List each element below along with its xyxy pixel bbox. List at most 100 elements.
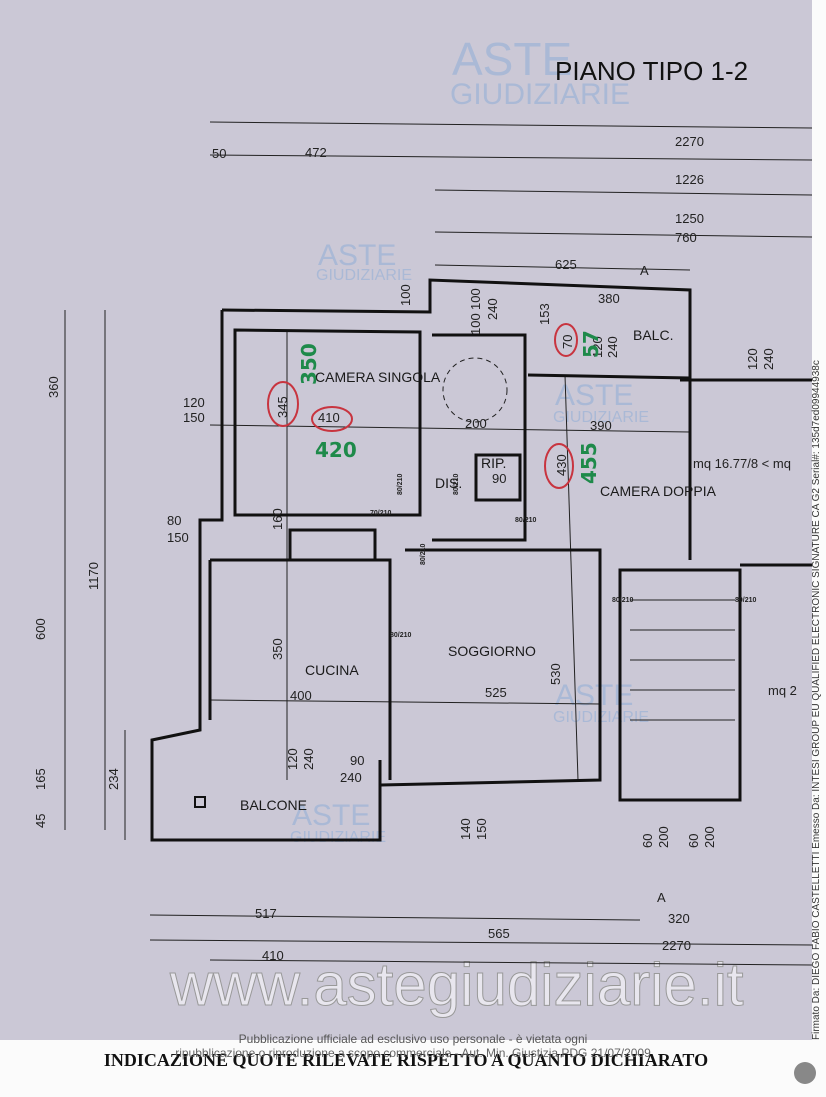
dim-label: 760 bbox=[675, 230, 697, 245]
dim-label: 50 bbox=[212, 146, 226, 161]
svg-text:80/210: 80/210 bbox=[420, 543, 427, 565]
section-marker: A bbox=[640, 263, 649, 278]
svg-text:234: 234 bbox=[106, 768, 121, 790]
walls bbox=[150, 278, 812, 842]
handwritten-value: 420 bbox=[315, 438, 357, 462]
svg-text:60: 60 bbox=[640, 834, 655, 848]
room-label: CAMERA SINGOLA bbox=[315, 369, 441, 385]
watermark: GIUDIZIARIE bbox=[553, 409, 649, 426]
svg-text:430: 430 bbox=[554, 454, 569, 476]
dim-label: 80 bbox=[167, 513, 181, 528]
signature-text: Firmato Da: DIEGO FABIO CASTELLETTI Emes… bbox=[811, 360, 822, 1040]
rotated-dims: 100 100 240 153 70 120 240 345 430 160 3… bbox=[33, 284, 776, 848]
svg-text:70: 70 bbox=[560, 335, 575, 349]
watermark: GIUDIZIARIE bbox=[316, 267, 412, 284]
dim-label: 400 bbox=[290, 688, 312, 703]
annotation-circle bbox=[311, 406, 353, 432]
area-label: mq 2 bbox=[768, 683, 797, 698]
dim-label: 1226 bbox=[675, 172, 704, 187]
caption: INDICAZIONE QUOTE RILEVATE RISPETTO A QU… bbox=[103, 1050, 709, 1070]
dim-label: 200 bbox=[465, 416, 487, 431]
seal-icon bbox=[794, 1062, 816, 1084]
room-label: BALC. bbox=[633, 327, 673, 343]
dim-label: 525 bbox=[485, 685, 507, 700]
svg-text:120: 120 bbox=[590, 336, 605, 358]
door-labels: 80/210 80/210 70/210 80/210 80/210 80/21… bbox=[370, 473, 757, 639]
dim-label: 2270 bbox=[662, 938, 691, 953]
room-label: CUCINA bbox=[305, 662, 359, 678]
svg-text:240: 240 bbox=[301, 748, 316, 770]
watermark: ASTE bbox=[292, 799, 370, 832]
dimension-lines bbox=[64, 121, 812, 966]
svg-text:240: 240 bbox=[485, 298, 500, 320]
svg-text:200: 200 bbox=[656, 826, 671, 848]
watermark: GIUDIZIARIE bbox=[450, 78, 630, 111]
handwritten-value: 350 bbox=[297, 343, 321, 385]
watermark: ASTE bbox=[555, 679, 633, 712]
floor-plan-drawing: ASTE GIUDIZIARIE ASTE GIUDIZIARIE ASTE G… bbox=[33, 33, 812, 1019]
digital-signature: Firmato Da: DIEGO FABIO CASTELLETTI Emes… bbox=[808, 340, 824, 1040]
svg-text:80/210: 80/210 bbox=[397, 473, 404, 495]
handwritten-value: 57 bbox=[579, 330, 603, 358]
svg-text:100: 100 bbox=[468, 288, 483, 310]
svg-text:360: 360 bbox=[46, 376, 61, 398]
publication-notice: Pubblicazione ufficiale ad esclusivo uso… bbox=[238, 1032, 588, 1046]
svg-text:150: 150 bbox=[474, 818, 489, 840]
svg-text:70/210: 70/210 bbox=[370, 510, 392, 517]
dim-label: 472 bbox=[305, 145, 327, 160]
dim-label: 390 bbox=[590, 418, 612, 433]
svg-text:80/210: 80/210 bbox=[453, 473, 460, 495]
svg-text:153: 153 bbox=[537, 303, 552, 325]
svg-text:140: 140 bbox=[458, 818, 473, 840]
room-label: CAMERA DOPPIA bbox=[600, 483, 717, 499]
svg-text:80/210: 80/210 bbox=[612, 597, 634, 604]
svg-text:120: 120 bbox=[285, 748, 300, 770]
dim-label: 120 bbox=[183, 395, 205, 410]
svg-text:60: 60 bbox=[686, 834, 701, 848]
dim-label: 90 bbox=[350, 753, 364, 768]
plan-title: PIANO TIPO 1-2 bbox=[555, 56, 748, 86]
area-label: mq 16.77/8 < mq bbox=[693, 456, 791, 471]
dim-label: 380 bbox=[598, 291, 620, 306]
dim-label: 410 bbox=[318, 410, 340, 425]
watermark: ASTE bbox=[555, 379, 633, 412]
publication-notice: ripubblicazione o riproduzione a scopo c… bbox=[175, 1046, 651, 1060]
dim-label: 565 bbox=[488, 926, 510, 941]
dim-label: 410 bbox=[262, 948, 284, 963]
room-label: DIS. bbox=[435, 475, 462, 491]
svg-text:80/210: 80/210 bbox=[390, 632, 412, 639]
shower-turning-circle bbox=[442, 357, 508, 423]
dim-label: 2270 bbox=[675, 134, 704, 149]
annotation-circle bbox=[544, 443, 574, 489]
dim-label: 240 bbox=[340, 770, 362, 785]
svg-text:100: 100 bbox=[398, 284, 413, 306]
svg-text:45: 45 bbox=[33, 814, 48, 828]
dim-label: 625 bbox=[555, 257, 577, 272]
watermark-site: www.astegiudiziarie.it bbox=[169, 951, 744, 1018]
svg-text:165: 165 bbox=[33, 768, 48, 790]
section-marker: A bbox=[657, 890, 666, 905]
watermark: GIUDIZIARIE bbox=[290, 829, 386, 846]
stairs bbox=[630, 599, 735, 721]
dim-label: 517 bbox=[255, 906, 277, 921]
svg-text:240: 240 bbox=[761, 348, 776, 370]
svg-text:345: 345 bbox=[275, 396, 290, 418]
dim-label: 320 bbox=[668, 911, 690, 926]
room-label: SOGGIORNO bbox=[448, 643, 536, 659]
room-label: RIP. bbox=[481, 455, 506, 471]
watermark: ASTE bbox=[452, 33, 572, 85]
room-label: BALCONE bbox=[240, 797, 307, 813]
svg-text:160: 160 bbox=[270, 508, 285, 530]
dim-label: 90 bbox=[492, 471, 506, 486]
svg-text:1170: 1170 bbox=[86, 562, 101, 590]
dim-label: 150 bbox=[167, 530, 189, 545]
dim-label: 1250 bbox=[675, 211, 704, 226]
annotation-circle bbox=[267, 381, 299, 427]
svg-text:80/210: 80/210 bbox=[735, 597, 757, 604]
svg-text:200: 200 bbox=[702, 826, 717, 848]
svg-text:530: 530 bbox=[548, 663, 563, 685]
floor-plan-sheet: ASTE GIUDIZIARIE ASTE GIUDIZIARIE ASTE G… bbox=[0, 0, 812, 1040]
annotation-circle bbox=[554, 323, 578, 357]
svg-text:600: 600 bbox=[33, 618, 48, 640]
svg-text:350: 350 bbox=[270, 638, 285, 660]
